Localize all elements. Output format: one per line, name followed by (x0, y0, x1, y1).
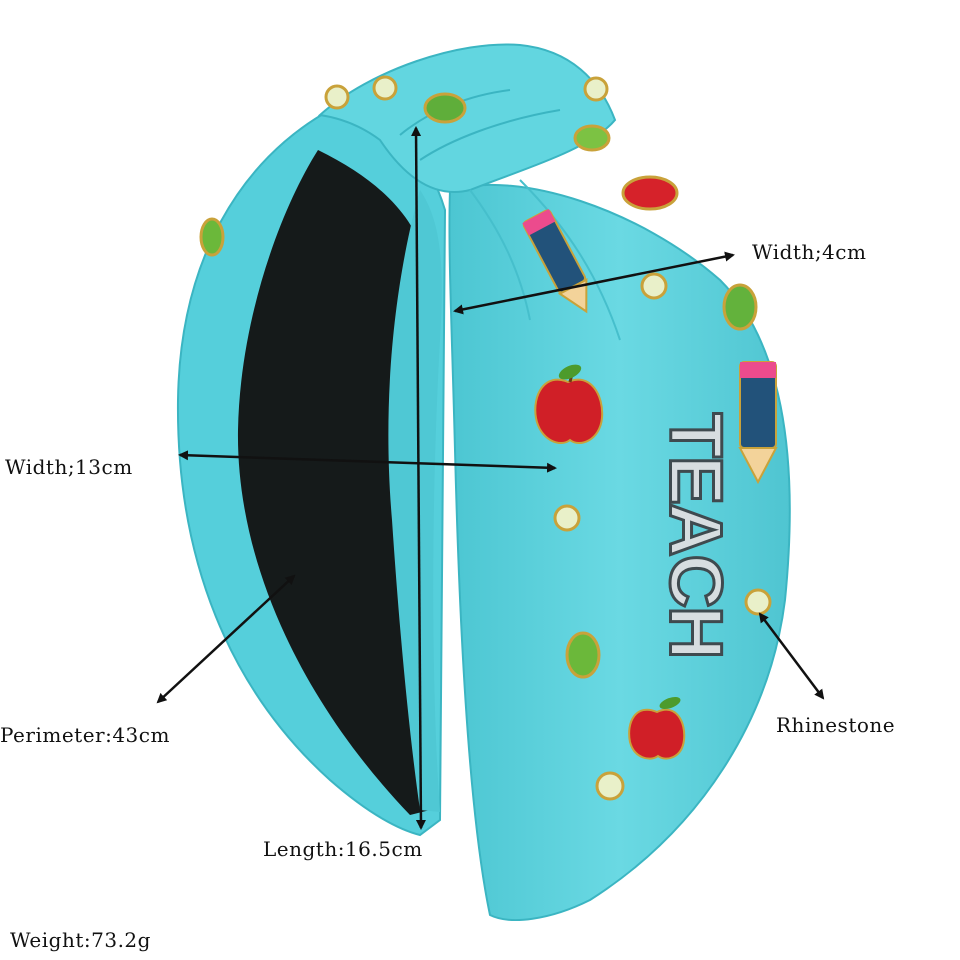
perimeter-arrow (156, 574, 296, 704)
length-label: Length:16.5cm (263, 837, 423, 861)
headband-lining (237, 150, 431, 815)
rhinestone-icon (372, 75, 398, 101)
teach-text: TEACH (654, 413, 737, 658)
width-13cm-label: Width;13cm (5, 455, 133, 479)
width-4cm-arrow (453, 251, 735, 315)
width-4cm-label: Width;4cm (752, 240, 867, 264)
rhinestone-arrow (758, 612, 825, 700)
measurement-arrows (156, 126, 825, 830)
rhinestone-icon (324, 84, 350, 110)
red-gem-icon (621, 175, 679, 211)
length-arrow (411, 126, 426, 830)
green-gem-icon (722, 283, 758, 331)
perimeter-label: Perimeter:43cm (0, 723, 170, 747)
green-gem-icon (423, 92, 467, 124)
teach-letters: TEACH (653, 411, 739, 659)
green-gem-icon (199, 217, 225, 257)
weight-label: Weight:73.2g (10, 928, 151, 952)
rhinestone-icon (583, 76, 609, 102)
green-gem-icon (573, 124, 611, 152)
rhinestone-icon (553, 504, 581, 532)
rhinestone-icon (744, 588, 772, 616)
rhinestone-icon (640, 272, 668, 300)
green-gem-icon (565, 631, 601, 679)
width-13cm-arrow (178, 450, 557, 473)
apple-icon (628, 696, 686, 760)
rhinestone-icon (595, 771, 625, 801)
pencil-icon (738, 361, 778, 485)
rhinestone-label: Rhinestone (776, 713, 896, 737)
apple-icon (534, 364, 604, 445)
